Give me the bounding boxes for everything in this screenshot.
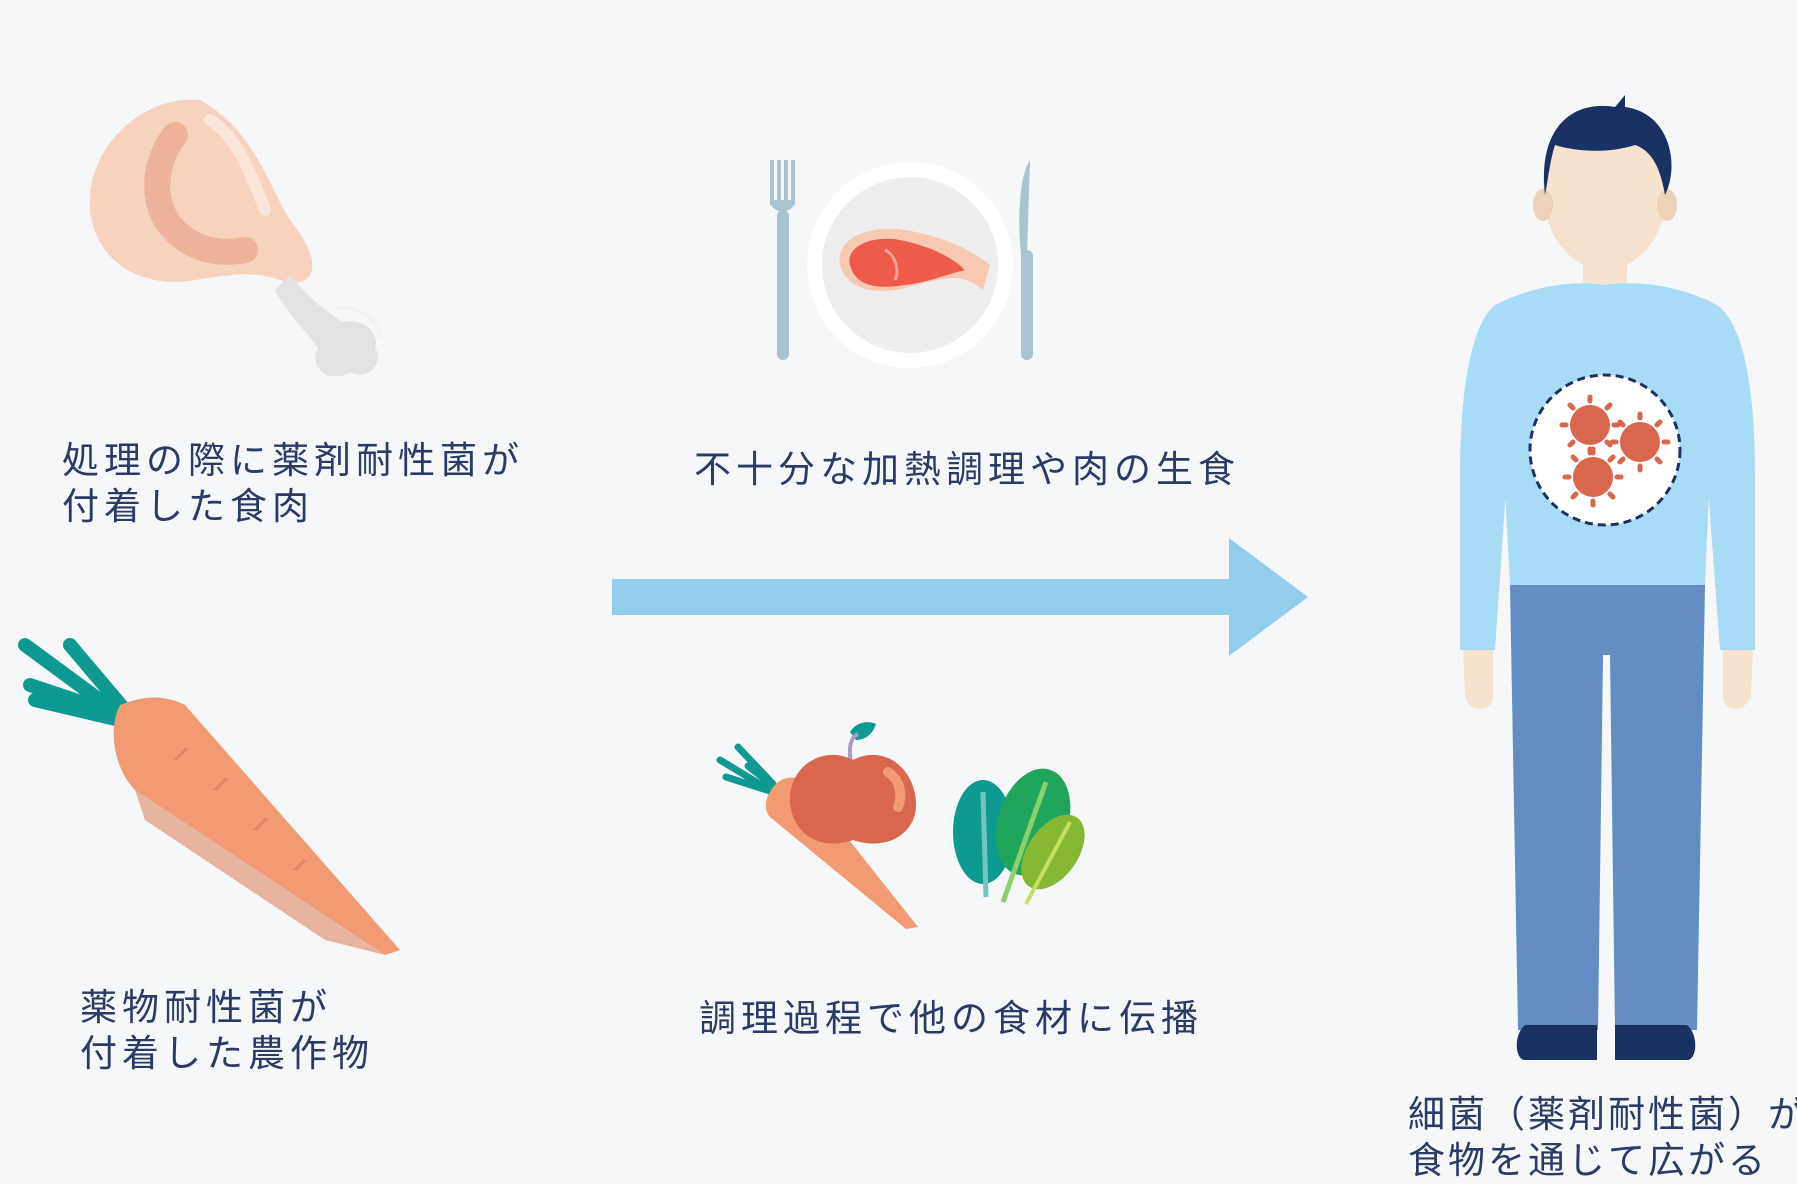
chicken-leg-icon xyxy=(89,99,382,377)
cooking-label-line1: 不十分な加熱調理や肉の生食 xyxy=(694,448,1240,491)
spread-label: 調理過程で他の食材に伝播 xyxy=(699,996,1203,1042)
carrot-icon xyxy=(18,638,401,955)
meat-label-line1: 処理の際に薬剤耐性菌が xyxy=(62,439,524,482)
spread-label-line1: 調理過程で他の食材に伝播 xyxy=(699,997,1203,1040)
crops-label-line2: 付着した農作物 xyxy=(80,1032,374,1075)
right-arrow-icon xyxy=(612,538,1308,656)
vegetables-group-icon xyxy=(716,722,1085,929)
person-label-line1: 細菌（薬剤耐性菌）が xyxy=(1408,1093,1797,1136)
crops-label: 薬物耐性菌が 付着した農作物 xyxy=(80,985,374,1077)
meat-label-line2: 付着した食肉 xyxy=(62,485,314,528)
person-label: 細菌（薬剤耐性菌）が 食物を通じて広がる xyxy=(1408,1092,1797,1184)
meat-label: 処理の際に薬剤耐性菌が 付着した食肉 xyxy=(62,438,524,530)
crops-label-line1: 薬物耐性菌が xyxy=(80,986,332,1029)
plate-with-meat-icon xyxy=(770,160,1033,368)
person-with-bacteria-icon xyxy=(1460,95,1755,1060)
person-label-line2: 食物を通じて広がる xyxy=(1408,1139,1768,1182)
cooking-label: 不十分な加熱調理や肉の生食 xyxy=(694,447,1240,493)
